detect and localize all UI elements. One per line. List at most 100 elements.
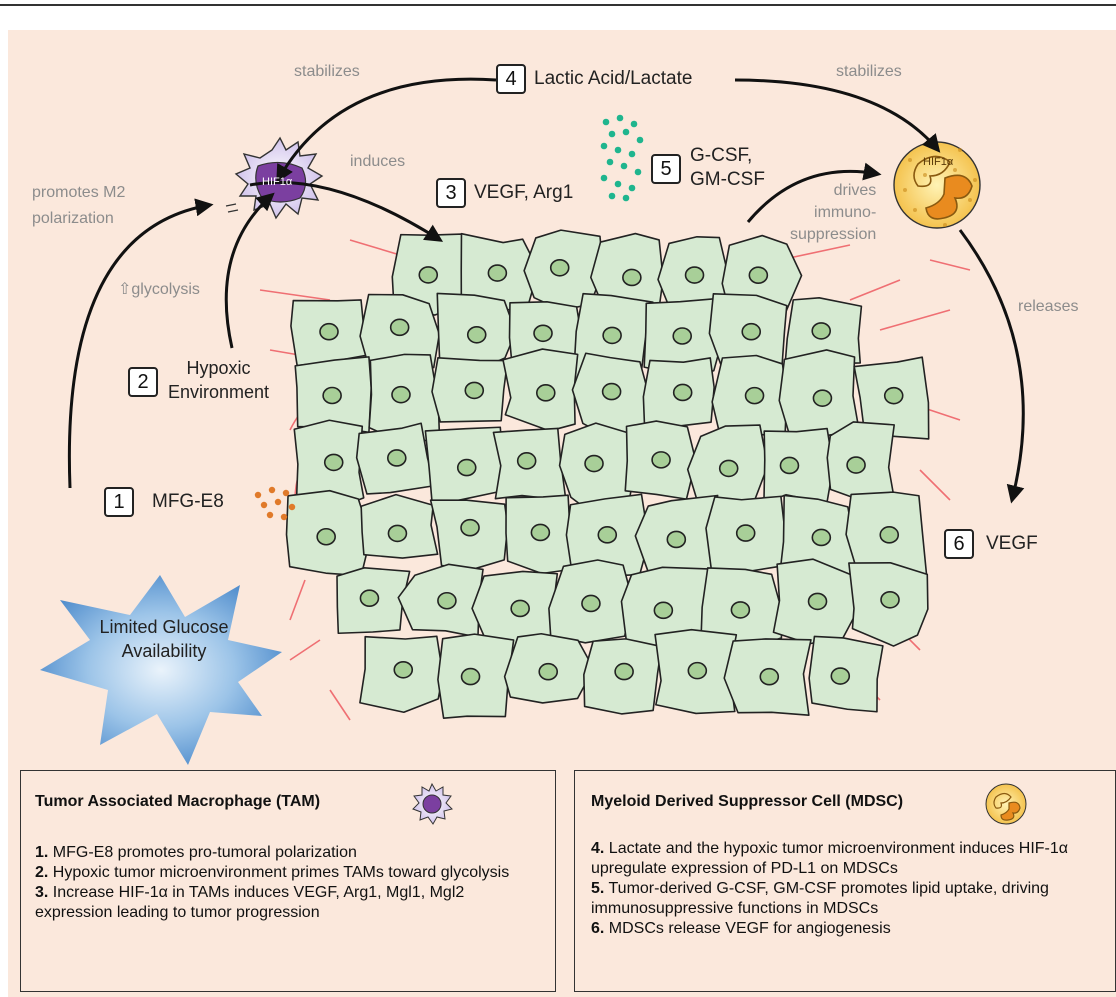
label-vegf-arg1: 3 VEGF, Arg1 xyxy=(436,178,573,208)
tumor-cell-nucleus xyxy=(456,458,477,477)
tumor-cell-nucleus xyxy=(812,389,833,407)
tam-item-1: 1. MFG-E8 promotes pro-tumoral polarizat… xyxy=(35,844,357,861)
tumor-cell-nucleus xyxy=(323,453,344,472)
tumor-cell-nucleus xyxy=(510,599,530,618)
tumor-cell-nucleus xyxy=(391,385,411,404)
tumor-cell-nucleus xyxy=(735,524,756,542)
mdsc-item-6: 6. MDSCs release VEGF for angiogenesis xyxy=(591,920,891,937)
tumor-cell-nucleus xyxy=(516,452,537,470)
tumor-cell-nucleus xyxy=(846,456,866,474)
tumor-cell-nucleus xyxy=(718,459,739,478)
label-promotes-m2: promotes M2 polarization xyxy=(32,184,126,227)
tumor-cell-nucleus xyxy=(601,382,622,401)
tam-items: 1. MFG-E8 promotes pro-tumoral polarizat… xyxy=(35,843,540,923)
tumor-cell-nucleus xyxy=(741,322,762,341)
label-stabilizes-left: stabilizes xyxy=(294,63,360,80)
tumor-cell-nucleus xyxy=(530,523,551,542)
tumor-cell-nucleus xyxy=(779,456,800,475)
tumor-cell-nucleus xyxy=(759,667,780,686)
mdsc-panel-title: Myeloid Derived Suppressor Cell (MDSC) xyxy=(591,793,904,810)
label-induces: induces xyxy=(350,153,406,170)
tumor-cell-nucleus xyxy=(418,266,439,284)
tumor-cell-nucleus xyxy=(460,667,481,686)
arrow-hypoxia-to-tam xyxy=(224,192,275,349)
tumor-cell-nucleus xyxy=(811,322,832,340)
tumor-cell-nucleus xyxy=(830,667,851,685)
arrows xyxy=(67,77,1025,504)
tumor-mass xyxy=(285,229,930,719)
tumor-cell-nucleus xyxy=(466,325,487,344)
tumor-cell-nucleus xyxy=(666,530,687,549)
tumor-cell-nucleus xyxy=(651,451,671,469)
tumor-cell-nucleus xyxy=(437,591,457,610)
top-border xyxy=(0,0,1116,6)
tumor-cell-nucleus xyxy=(672,327,693,345)
mdsc-hif-label: HIF1α xyxy=(923,156,954,168)
step4-badge: 4 xyxy=(496,64,526,94)
tumor-cell-nucleus xyxy=(672,383,693,402)
tam-item-3: 3. Increase HIF-1α in TAMs induces VEGF,… xyxy=(35,884,465,921)
tam-legend-panel: Tumor Associated Macrophage (TAM) 1. MFG… xyxy=(20,770,556,992)
tumor-cell-nucleus xyxy=(807,592,828,611)
tumor-cell-nucleus xyxy=(748,266,769,285)
tumor-cell-nucleus xyxy=(533,324,553,343)
tumor-cell-nucleus xyxy=(359,589,380,608)
tumor-cell-nucleus xyxy=(883,386,904,405)
mdsc-legend-panel: Myeloid Derived Suppressor Cell (MDSC) 4… xyxy=(574,770,1116,992)
tumor-cell-nucleus xyxy=(597,526,618,544)
mdsc-cell xyxy=(893,141,981,229)
tumor-cell-nucleus xyxy=(614,662,634,681)
tam-hif-label: HIF1α xyxy=(262,176,293,188)
tumor-cell-nucleus xyxy=(387,524,408,543)
lactate-text: Lactic Acid/Lactate xyxy=(534,68,693,90)
step2-badge: 2 xyxy=(128,367,158,397)
tumor-cell-nucleus xyxy=(389,318,410,337)
tumor-cell-nucleus xyxy=(581,594,601,613)
vegf-arg1-text: VEGF, Arg1 xyxy=(474,182,574,204)
tumor-cell-nucleus xyxy=(744,386,765,405)
tumor-cell-nucleus xyxy=(684,266,705,284)
tumor-cell-nucleus xyxy=(316,527,336,546)
label-hypoxic: Hypoxic Environment xyxy=(168,358,270,402)
arrow-lactate-to-mdsc xyxy=(734,78,941,153)
mdsc-mini-icon xyxy=(985,783,1027,825)
tumor-cell-nucleus xyxy=(460,518,480,537)
label-gcsf: G-CSF, GM-CSF xyxy=(690,145,765,190)
tumor-cell-nucleus xyxy=(386,449,407,467)
step6-badge: 6 xyxy=(944,529,974,559)
label-stabilizes-right: stabilizes xyxy=(836,63,902,80)
mdsc-item-4: 4. Lactate and the hypoxic tumor microen… xyxy=(591,840,1069,877)
tumor-cell-nucleus xyxy=(622,268,642,287)
mfg-e8-dots xyxy=(254,486,296,521)
tumor-cell-nucleus xyxy=(687,661,708,680)
step3-badge: 3 xyxy=(436,178,466,208)
tumor-cell-nucleus xyxy=(584,454,604,473)
tumor-cell-nucleus xyxy=(319,322,339,341)
tumor-cell-nucleus xyxy=(393,660,414,679)
arrow-lactate-to-tam xyxy=(276,77,497,184)
arrow-mfg-to-tam xyxy=(67,198,214,489)
tumor-cell-nucleus xyxy=(880,591,900,609)
arrow-mdsc-to-vegf xyxy=(958,229,1025,504)
label-mfg-e8: MFG-E8 xyxy=(152,491,224,512)
mdsc-item-5: 5. Tumor-derived G-CSF, GM-CSF promotes … xyxy=(591,880,1049,917)
tumor-cell-nucleus xyxy=(602,326,622,345)
tumor-cell-nucleus xyxy=(811,528,832,547)
tam-item-2: 2. Hypoxic tumor microenvironment primes… xyxy=(35,864,510,881)
tumor-cell-nucleus xyxy=(535,384,556,402)
step1-badge: 1 xyxy=(104,487,134,517)
tumor-cell-nucleus xyxy=(653,601,674,620)
tumor-cell-nucleus xyxy=(464,381,485,400)
tam-panel-title: Tumor Associated Macrophage (TAM) xyxy=(35,793,321,810)
arrow-tam-to-vegf xyxy=(249,180,444,242)
label-lactate: 4 Lactic Acid/Lactate xyxy=(496,64,692,94)
tumor-cell-nucleus xyxy=(730,601,751,619)
tumor-cell-nucleus xyxy=(322,386,342,405)
label-glycolysis: ⇧glycolysis xyxy=(118,281,200,298)
limited-glucose-star xyxy=(40,575,282,765)
gcsf-dots xyxy=(600,114,644,202)
mdsc-items: 4. Lactate and the hypoxic tumor microen… xyxy=(591,839,1106,939)
step5-badge: 5 xyxy=(651,154,681,184)
label-releases: releases xyxy=(1018,298,1079,315)
